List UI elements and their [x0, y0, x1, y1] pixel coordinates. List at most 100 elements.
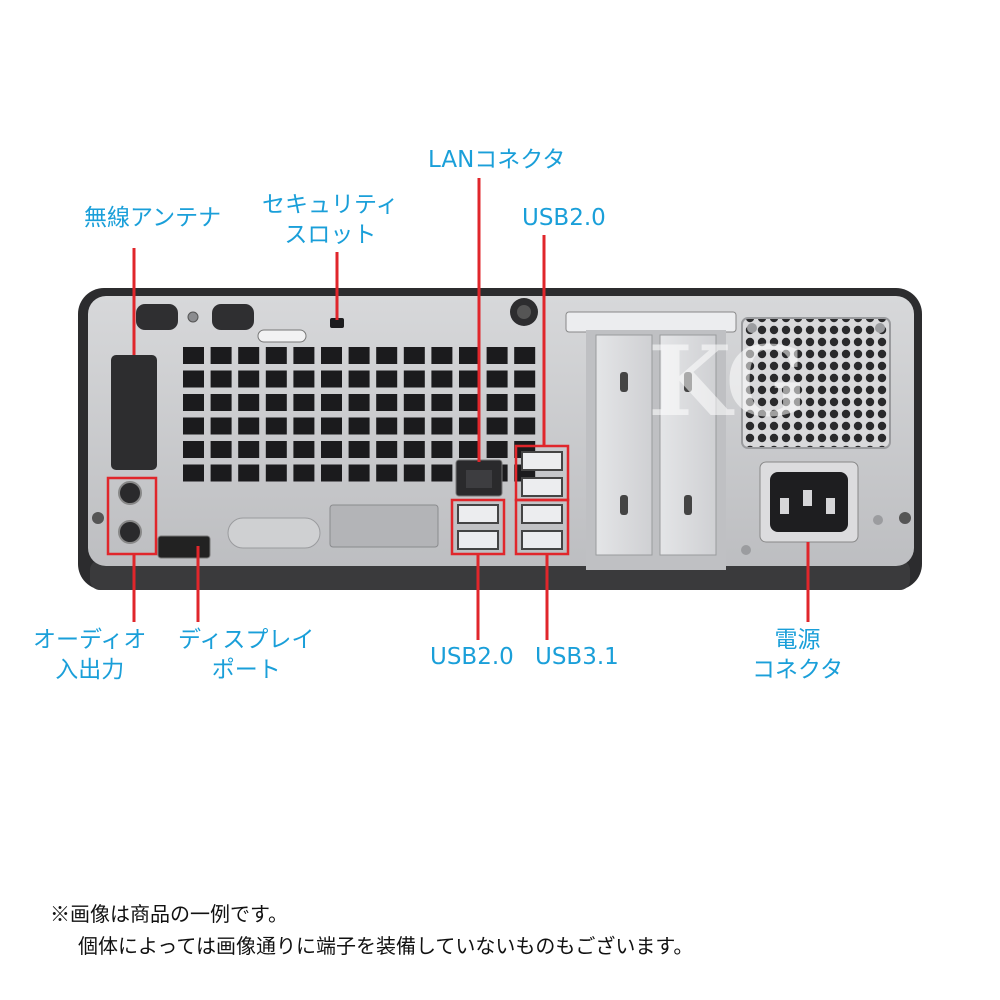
- label-lan-connector-text: LANコネクタ: [428, 147, 566, 173]
- audio-jack-2: [118, 520, 142, 544]
- label-display-port-line1: ディスプレイ: [178, 627, 315, 653]
- vent-hole: [348, 370, 370, 388]
- psu-screw-3: [873, 515, 883, 525]
- vent-hole: [265, 464, 287, 482]
- vent-hole: [321, 370, 342, 388]
- vent-hole: [348, 394, 370, 411]
- vent-hole: [183, 441, 204, 458]
- vent-hole: [293, 394, 315, 411]
- vent-hole: [265, 441, 287, 458]
- vent-hole: [183, 370, 204, 388]
- label-power-connector-line1: 電源: [774, 627, 821, 653]
- side-screw-left: [92, 512, 104, 524]
- vent-hole: [348, 417, 370, 435]
- vent-hole: [321, 347, 342, 364]
- display-port: [157, 535, 211, 559]
- latch: [257, 329, 307, 343]
- audio-jack-1: [118, 481, 142, 505]
- vent-hole: [238, 394, 260, 411]
- vent-hole: [431, 370, 453, 388]
- wireless-antenna: [111, 355, 157, 470]
- vent-hole: [376, 417, 398, 435]
- vent-hole: [321, 417, 342, 435]
- vent-hole: [459, 347, 480, 364]
- vent-hole: [403, 394, 425, 411]
- screw-top: [187, 311, 199, 323]
- expansion-slot-1: [595, 334, 653, 556]
- vent-grid: [183, 347, 536, 482]
- vent-hole: [376, 370, 398, 388]
- vent-hole: [293, 347, 315, 364]
- vent-hole: [403, 347, 425, 364]
- vent-hole: [486, 417, 508, 435]
- vent-hole: [265, 417, 287, 435]
- vent-hole: [514, 347, 536, 364]
- vent-hole: [459, 441, 480, 458]
- vent-hole: [403, 370, 425, 388]
- vent-hole: [293, 370, 315, 388]
- callout-lines: [132, 178, 810, 640]
- vent-hole: [348, 464, 370, 482]
- vent-hole: [321, 394, 342, 411]
- watermark: KG: [648, 325, 807, 438]
- vent-hole: [293, 441, 315, 458]
- vent-hole: [376, 347, 398, 364]
- label-security-slot-line1: セキュリティ: [262, 192, 399, 218]
- label-usb31-text: USB3.1: [535, 644, 619, 670]
- label-security-slot: セキュリティ スロット: [262, 190, 399, 250]
- vent-hole: [431, 347, 453, 364]
- label-audio-io-line2: 入出力: [55, 657, 125, 683]
- label-audio-io: オーディオ 入出力: [33, 625, 146, 685]
- psu-screw-1: [747, 323, 757, 333]
- vent-hole: [238, 464, 260, 482]
- vent-hole: [183, 394, 204, 411]
- vent-hole: [486, 347, 508, 364]
- vent-hole: [403, 464, 425, 482]
- highlight-usb31: [514, 498, 570, 556]
- note-line-2: 個体によっては画像通りに端子を装備していないものもございます。: [78, 934, 694, 958]
- vent-hole: [348, 441, 370, 458]
- vent-hole: [376, 441, 398, 458]
- label-usb31: USB3.1: [535, 642, 619, 672]
- vent-hole: [210, 441, 232, 458]
- vent-hole: [403, 441, 425, 458]
- vent-hole: [321, 441, 342, 458]
- vent-hole: [265, 370, 287, 388]
- psu-fan-grille: [741, 317, 891, 449]
- vent-hole: [210, 370, 232, 388]
- label-usb20-bottom: USB2.0: [430, 642, 514, 672]
- vent-hole: [486, 394, 508, 411]
- knockout-right: [212, 304, 254, 330]
- vent-hole: [514, 394, 536, 411]
- label-security-slot-line2: スロット: [284, 222, 377, 248]
- vent-hole: [210, 417, 232, 435]
- security-slot: [330, 318, 344, 328]
- vent-hole: [431, 441, 453, 458]
- note-line-1: ※画像は商品の一例です。: [50, 902, 288, 926]
- vent-hole: [431, 464, 453, 482]
- label-wireless-antenna: 無線アンテナ: [84, 203, 221, 233]
- vent-hole: [238, 441, 260, 458]
- psu-screw-4: [741, 545, 751, 555]
- vent-hole: [238, 417, 260, 435]
- vent-hole: [238, 370, 260, 388]
- vent-hole: [403, 417, 425, 435]
- vent-hole: [210, 347, 232, 364]
- vent-hole: [431, 394, 453, 411]
- highlight-audio: [106, 476, 158, 556]
- vent-hole: [514, 417, 536, 435]
- vent-hole: [293, 417, 315, 435]
- vent-hole: [321, 464, 342, 482]
- vent-hole: [210, 394, 232, 411]
- serial-knockout: [227, 517, 321, 549]
- vent-hole: [459, 417, 480, 435]
- vent-hole: [459, 394, 480, 411]
- vent-hole: [376, 394, 398, 411]
- label-audio-io-line1: オーディオ: [33, 627, 147, 653]
- label-lan-connector: LANコネクタ: [428, 145, 565, 175]
- label-usb20-top: USB2.0: [522, 203, 606, 233]
- vent-hole: [348, 347, 370, 364]
- vent-hole: [183, 417, 204, 435]
- knockout-left: [136, 304, 178, 330]
